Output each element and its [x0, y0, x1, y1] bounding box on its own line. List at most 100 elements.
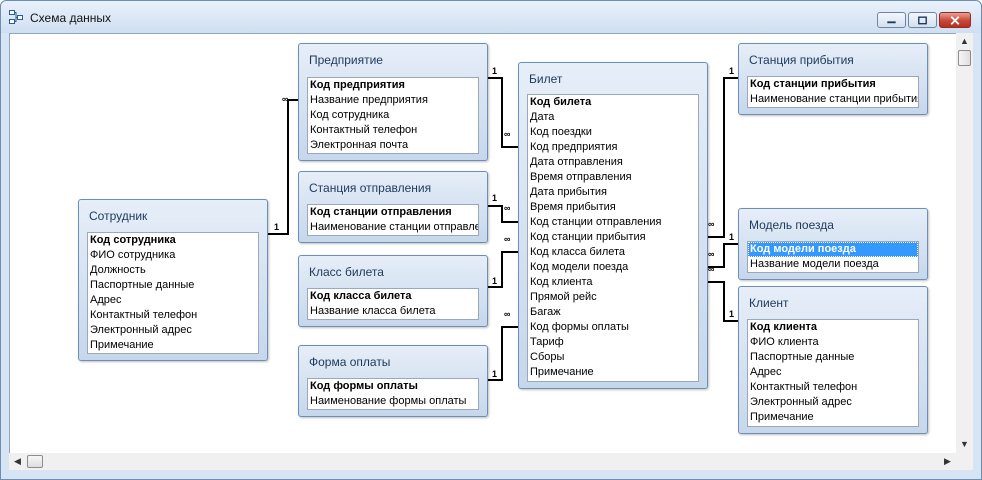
field-item[interactable]: Код формы оплаты	[530, 321, 629, 333]
field-item[interactable]: Наименование станции прибытия	[750, 93, 918, 105]
field-item[interactable]: Наименование формы оплаты	[310, 395, 467, 407]
field-item[interactable]: Наименование станции отправле	[310, 221, 478, 233]
field-item[interactable]: Паспортные данные	[90, 279, 195, 291]
field-list[interactable]: Код станции прибытия Наименование станци…	[747, 76, 919, 108]
field-item[interactable]: Сборы	[530, 351, 565, 363]
field-item[interactable]: Название модели поезда	[750, 258, 879, 270]
scroll-left-icon[interactable]: ◀	[14, 456, 21, 466]
horizontal-scroll-thumb[interactable]	[27, 455, 43, 468]
table-title: Форма оплаты	[309, 355, 391, 369]
field-item[interactable]: Код станции прибытия	[750, 78, 876, 90]
table-ticket[interactable]: Билет Код билета Дата Код поездки Код пр…	[518, 62, 708, 389]
field-list[interactable]: Код клиента ФИО клиента Паспортные данны…	[747, 319, 919, 427]
field-item[interactable]: ФИО сотрудника	[90, 249, 176, 261]
field-item[interactable]: Название предприятия	[310, 94, 428, 106]
field-item[interactable]: Код класса билета	[530, 246, 626, 258]
table-payment-form[interactable]: Форма оплаты Код формы оплаты Наименован…	[298, 345, 488, 417]
field-item[interactable]: Примечание	[530, 366, 594, 378]
field-item[interactable]: Код предприятия	[530, 141, 618, 153]
field-item[interactable]: Контактный телефон	[310, 124, 418, 136]
field-list[interactable]: Код класса билета Название класса билета	[307, 288, 479, 320]
horizontal-scrollbar[interactable]: ◀ ▶	[9, 453, 956, 470]
relation-many-label: ∞	[708, 249, 715, 259]
field-item[interactable]: Дата отправления	[530, 156, 623, 168]
table-title: Предприятие	[309, 53, 383, 67]
field-item[interactable]: Электронный адрес	[90, 324, 192, 336]
table-title: Сотрудник	[89, 209, 148, 223]
title-bar[interactable]: Схема данных	[1, 1, 981, 33]
field-item-selected[interactable]: Код модели поезда	[748, 242, 918, 257]
relation-one-label: 1	[492, 66, 498, 76]
field-item[interactable]: Код сотрудника	[310, 109, 390, 121]
field-item[interactable]: Дата	[530, 111, 555, 123]
field-item[interactable]: Код станции отправления	[310, 206, 452, 218]
field-item[interactable]: Код клиента	[530, 276, 593, 288]
field-item[interactable]: Код клиента	[750, 321, 817, 333]
field-item[interactable]: Тариф	[530, 336, 564, 348]
field-item[interactable]: Название класса билета	[310, 305, 436, 317]
table-arrival-station[interactable]: Станция прибытия Код станции прибытия На…	[738, 43, 928, 115]
relation-one-label: 1	[729, 309, 735, 319]
relation-many-label: ∞	[708, 219, 715, 229]
minimize-button[interactable]	[877, 12, 906, 28]
vertical-scrollbar[interactable]: ▲ ▼	[956, 33, 973, 453]
relation-one-label: 1	[729, 66, 735, 76]
field-item[interactable]: Контактный телефон	[90, 309, 198, 321]
field-item[interactable]: Электронная почта	[310, 139, 409, 151]
scroll-down-icon[interactable]: ▼	[960, 439, 969, 449]
field-list[interactable]: Код формы оплаты Наименование формы опла…	[307, 378, 479, 410]
table-title: Станция отправления	[309, 181, 432, 195]
scroll-up-icon[interactable]: ▲	[960, 36, 969, 46]
field-item[interactable]: Багаж	[530, 306, 561, 318]
field-item[interactable]: Код класса билета	[310, 290, 412, 302]
size-grip[interactable]	[956, 453, 973, 470]
field-item[interactable]: ФИО клиента	[750, 336, 819, 348]
table-enterprise[interactable]: Предприятие Код предприятия Название пре…	[298, 43, 488, 161]
field-item[interactable]: Код билета	[530, 96, 592, 108]
relation-one-label: 1	[729, 232, 735, 242]
field-item[interactable]: Код сотрудника	[90, 234, 176, 246]
minimize-icon	[887, 21, 896, 24]
field-item[interactable]: Код станции прибытия	[530, 231, 646, 243]
field-item[interactable]: Контактный телефон	[750, 381, 858, 393]
field-item[interactable]: Код поездки	[530, 126, 592, 138]
field-list[interactable]: Код модели поезда Название модели поезда	[747, 241, 919, 273]
field-item[interactable]: Время отправления	[530, 171, 632, 183]
close-button[interactable]	[939, 12, 971, 28]
table-employee[interactable]: Сотрудник Код сотрудника ФИО сотрудника …	[78, 199, 268, 361]
table-title: Модель поезда	[749, 218, 834, 232]
field-list[interactable]: Код станции отправления Наименование ста…	[307, 204, 479, 236]
field-item[interactable]: Электронный адрес	[750, 396, 852, 408]
field-item[interactable]: Примечание	[750, 411, 814, 423]
field-item[interactable]: Код модели поезда	[530, 261, 629, 273]
table-departure-station[interactable]: Станция отправления Код станции отправле…	[298, 171, 488, 243]
relation-many-label: ∞	[504, 309, 511, 319]
table-train-model[interactable]: Модель поезда Код модели поезда Название…	[738, 208, 928, 280]
field-item[interactable]: Примечание	[90, 339, 154, 351]
table-ticket-class[interactable]: Класс билета Код класса билета Название …	[298, 255, 488, 327]
field-list[interactable]: Код сотрудника ФИО сотрудника Должность …	[87, 232, 259, 354]
close-icon	[950, 16, 960, 25]
field-item[interactable]: Должность	[90, 264, 146, 276]
field-item[interactable]: Время прибытия	[530, 201, 616, 213]
field-item[interactable]: Код станции отправления	[530, 216, 662, 228]
field-item[interactable]: Прямой рейс	[530, 291, 597, 303]
relation-one-label: 1	[492, 369, 498, 379]
field-item[interactable]: Адрес	[90, 294, 122, 306]
field-list[interactable]: Код предприятия Название предприятия Код…	[307, 77, 479, 154]
restore-icon	[918, 16, 927, 25]
field-list[interactable]: Код билета Дата Код поездки Код предприя…	[527, 94, 699, 382]
maximize-button[interactable]	[908, 12, 937, 28]
field-item[interactable]: Код предприятия	[310, 79, 405, 91]
relation-many-label: ∞	[504, 129, 511, 139]
field-item[interactable]: Паспортные данные	[750, 351, 855, 363]
field-item[interactable]: Адрес	[750, 366, 782, 378]
scroll-right-icon[interactable]: ▶	[944, 456, 951, 466]
table-client[interactable]: Клиент Код клиента ФИО клиента Паспортны…	[738, 286, 928, 434]
table-title: Билет	[529, 72, 563, 86]
vertical-scroll-thumb[interactable]	[958, 50, 971, 66]
relationships-icon	[9, 10, 23, 24]
field-item[interactable]: Код формы оплаты	[310, 380, 418, 392]
relation-many-label: ∞	[504, 234, 511, 244]
field-item[interactable]: Дата прибытия	[530, 186, 607, 198]
